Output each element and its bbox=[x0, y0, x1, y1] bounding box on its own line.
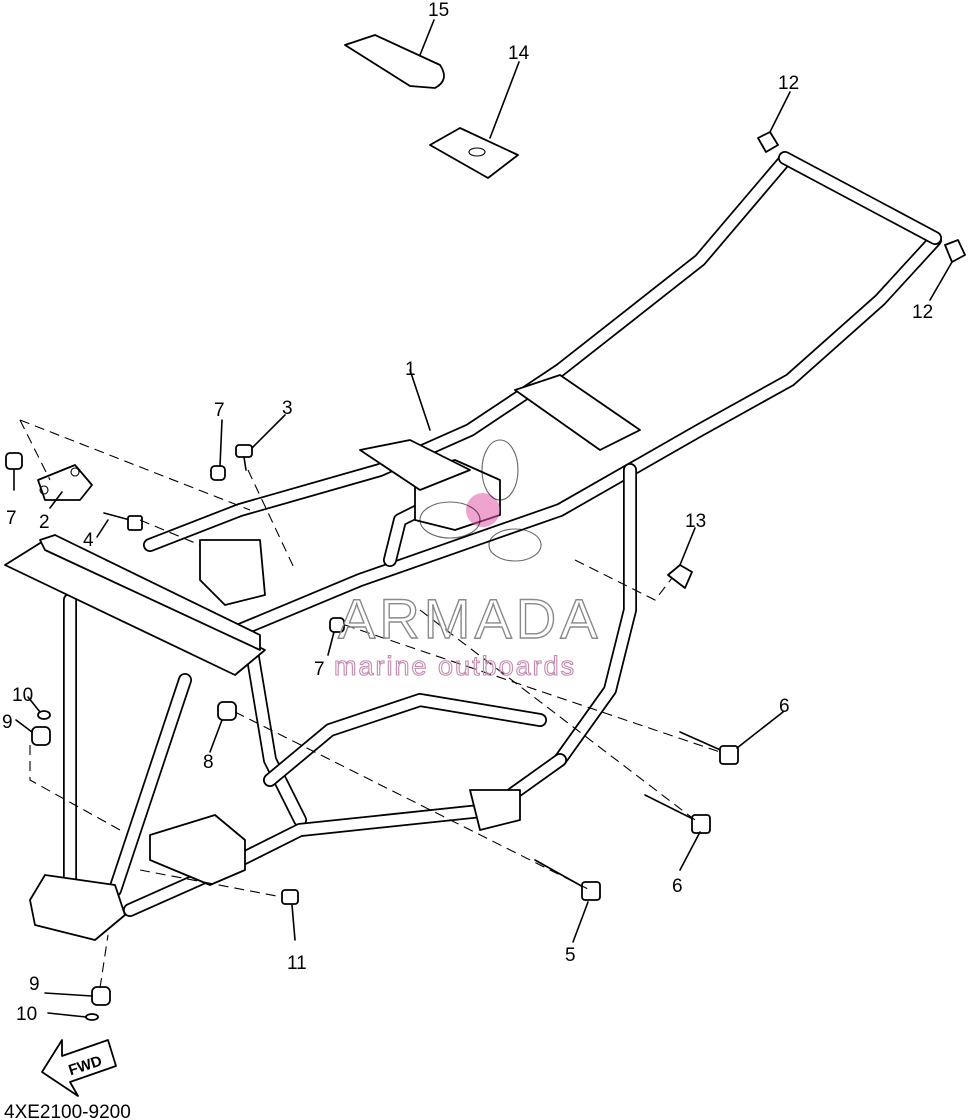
callout-12-top: 12 bbox=[778, 73, 799, 94]
callout-10-lower: 10 bbox=[16, 1004, 37, 1025]
callout-14: 14 bbox=[508, 43, 530, 64]
callout-9-upper: 9 bbox=[2, 712, 13, 733]
callout-6-lower: 6 bbox=[672, 876, 683, 897]
part-8-collar bbox=[217, 701, 237, 721]
part-7-nut-left bbox=[5, 452, 23, 470]
callout-3: 3 bbox=[282, 398, 293, 419]
callout-4: 4 bbox=[83, 530, 94, 551]
callout-7-upper: 7 bbox=[214, 400, 225, 421]
part-2-bracket bbox=[37, 464, 93, 501]
part-6-bolt-lower bbox=[644, 794, 711, 834]
part-7-nut-center bbox=[329, 617, 345, 633]
watermark-logo-icon bbox=[466, 493, 500, 527]
callout-13: 13 bbox=[685, 511, 706, 532]
callout-11: 11 bbox=[287, 953, 307, 974]
part-7-nut-upper bbox=[210, 465, 226, 481]
watermark: ARMADA marine outboards bbox=[333, 439, 602, 682]
part-13-clip bbox=[667, 564, 693, 589]
callout-10-upper: 10 bbox=[12, 685, 33, 706]
watermark-tagline: marine outboards bbox=[334, 651, 576, 681]
callout-2: 2 bbox=[39, 512, 50, 533]
part-14-plate bbox=[429, 127, 519, 179]
part-code: 4XE2100-9200 bbox=[4, 1102, 131, 1120]
part-9-damper-lower bbox=[91, 986, 111, 1006]
callout-9-lower: 9 bbox=[29, 974, 40, 995]
leader-lines bbox=[13, 19, 953, 1018]
callout-7-left: 7 bbox=[6, 508, 17, 529]
part-12-cap-top bbox=[757, 131, 779, 153]
callout-5: 5 bbox=[565, 945, 576, 966]
callout-8: 8 bbox=[203, 752, 214, 773]
part-10-washer-upper bbox=[37, 710, 51, 720]
callout-labels: 15 14 12 12 1 13 3 7 2 4 7 7 8 10 9 6 6 … bbox=[2, 0, 933, 1025]
part-5-bolt bbox=[534, 859, 601, 901]
part-15-sticker bbox=[344, 34, 445, 89]
part-12-cap-right bbox=[944, 239, 966, 263]
callout-15: 15 bbox=[428, 0, 449, 21]
callout-7-center: 7 bbox=[314, 659, 325, 680]
watermark-brand: ARMADA bbox=[338, 587, 602, 650]
part-6-bolt-upper bbox=[679, 731, 739, 765]
callout-1: 1 bbox=[405, 359, 416, 380]
callout-12-right: 12 bbox=[912, 302, 933, 323]
part-3-bolt bbox=[235, 444, 253, 471]
fwd-arrow: FWD bbox=[41, 1039, 117, 1097]
part-10-washer-lower bbox=[85, 1013, 99, 1021]
part-9-damper-upper bbox=[31, 726, 51, 746]
part-4-bolt bbox=[103, 512, 143, 531]
part-11-bolt bbox=[281, 889, 299, 905]
callout-6-upper: 6 bbox=[779, 696, 790, 717]
